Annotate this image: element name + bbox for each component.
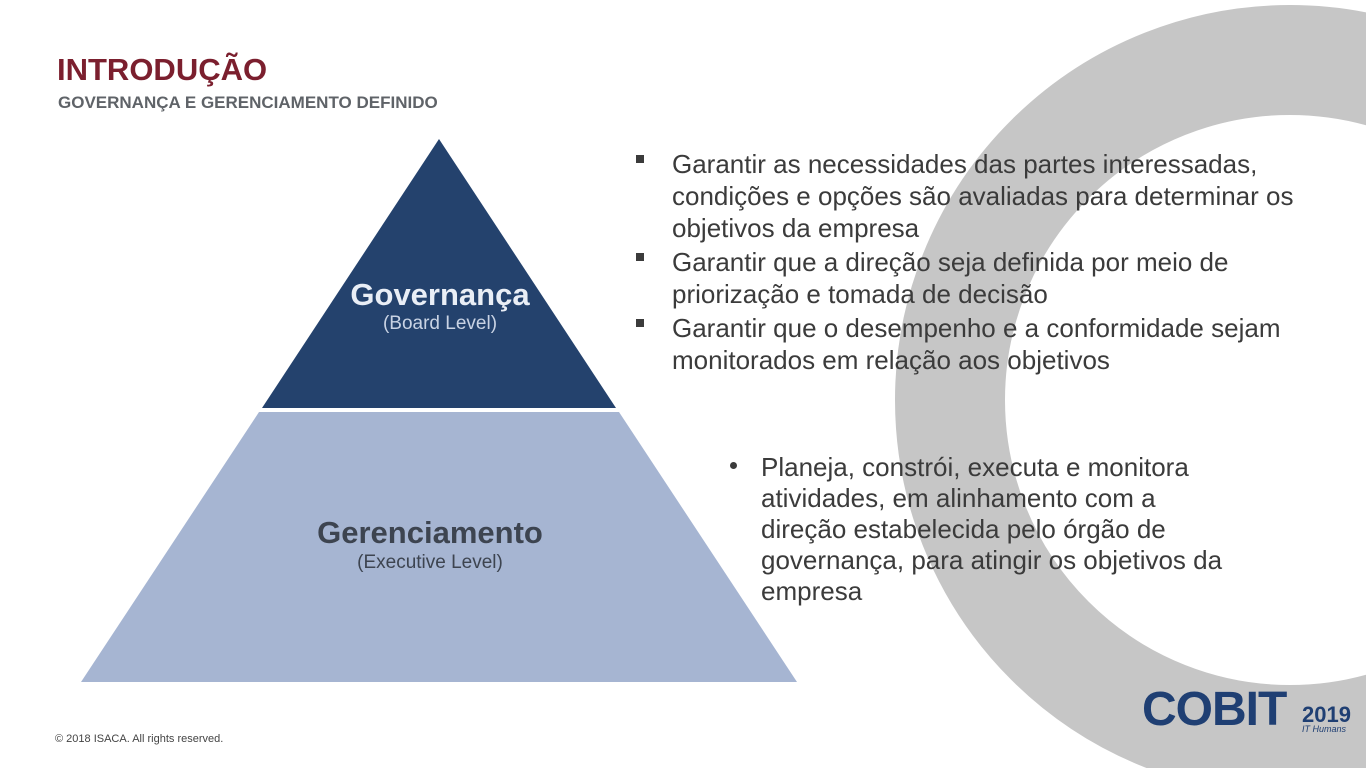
governance-point: Garantir que o desempenho e a conformida… <box>634 312 1334 376</box>
logo-year: 2019 <box>1302 702 1351 727</box>
governance-points-list: Garantir as necessidades das partes inte… <box>634 148 1334 378</box>
governance-label: Governança <box>350 277 530 312</box>
pyramid-bottom-label: Gerenciamento (Executive Level) <box>280 515 580 575</box>
governance-point-text: Garantir que o desempenho e a conformida… <box>672 313 1281 375</box>
square-bullet-icon <box>636 253 644 261</box>
management-point: Planeja, constrói, executa e monitora at… <box>728 452 1248 607</box>
pyramid-top-label: Governança (Board Level) <box>290 278 590 336</box>
slide-subtitle: GOVERNANÇA E GERENCIAMENTO DEFINIDO <box>58 93 438 112</box>
governance-sublabel: (Board Level) <box>382 313 498 334</box>
square-bullet-icon <box>636 319 644 327</box>
governance-point-text: Garantir as necessidades das partes inte… <box>672 149 1294 243</box>
governance-point: Garantir que a direção seja definida por… <box>634 246 1334 310</box>
governance-point: Garantir as necessidades das partes inte… <box>634 148 1334 244</box>
cobit-logo: COBIT 2019 IT Humans <box>1128 682 1351 742</box>
management-point-text: Planeja, constrói, executa e monitora at… <box>761 452 1223 606</box>
management-sublabel: (Executive Level) <box>357 552 503 573</box>
pyramid-top-governance <box>262 139 616 408</box>
management-label: Gerenciamento <box>317 515 543 550</box>
square-bullet-icon <box>636 155 644 163</box>
round-bullet-icon <box>730 462 737 469</box>
governance-point-text: Garantir que a direção seja definida por… <box>672 247 1229 309</box>
copyright-notice: © 2018 ISACA. All rights reserved. <box>55 733 224 745</box>
pyramid-bottom-management <box>81 412 797 682</box>
management-points-list: Planeja, constrói, executa e monitora at… <box>728 452 1248 607</box>
logo-tagline: IT Humans <box>1302 724 1347 734</box>
logo-name: COBIT <box>1142 683 1287 736</box>
slide-title: INTRODUÇÃO <box>57 52 268 87</box>
